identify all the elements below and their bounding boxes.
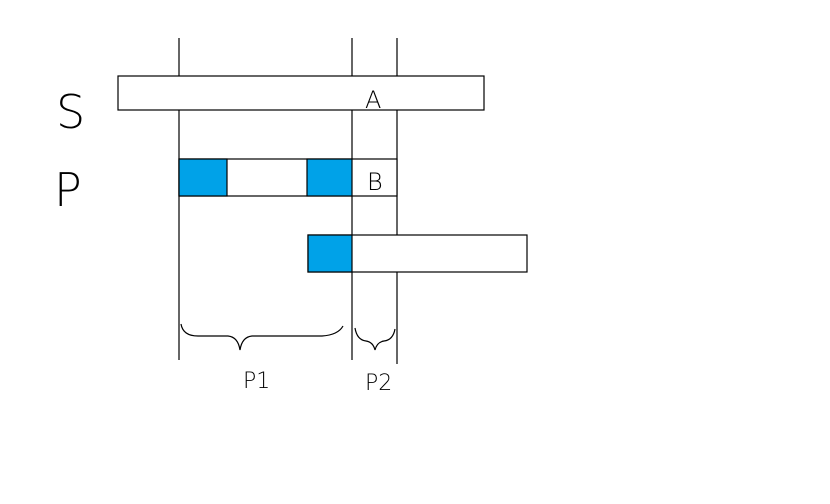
cell-label-b: B	[367, 168, 383, 196]
pattern-suffix-block	[306, 158, 353, 197]
brace-p2	[354, 327, 396, 351]
brace-label-p1: P1	[243, 369, 270, 394]
row-label-s: S	[56, 85, 85, 139]
row-label-p: P	[54, 163, 82, 217]
shifted-prefix-block	[307, 234, 353, 273]
string-s-bar	[117, 75, 485, 111]
brace-label-p2: P2	[365, 371, 392, 396]
pattern-prefix-block	[178, 158, 228, 197]
cell-label-a: A	[365, 86, 381, 114]
brace-p1	[180, 323, 344, 351]
